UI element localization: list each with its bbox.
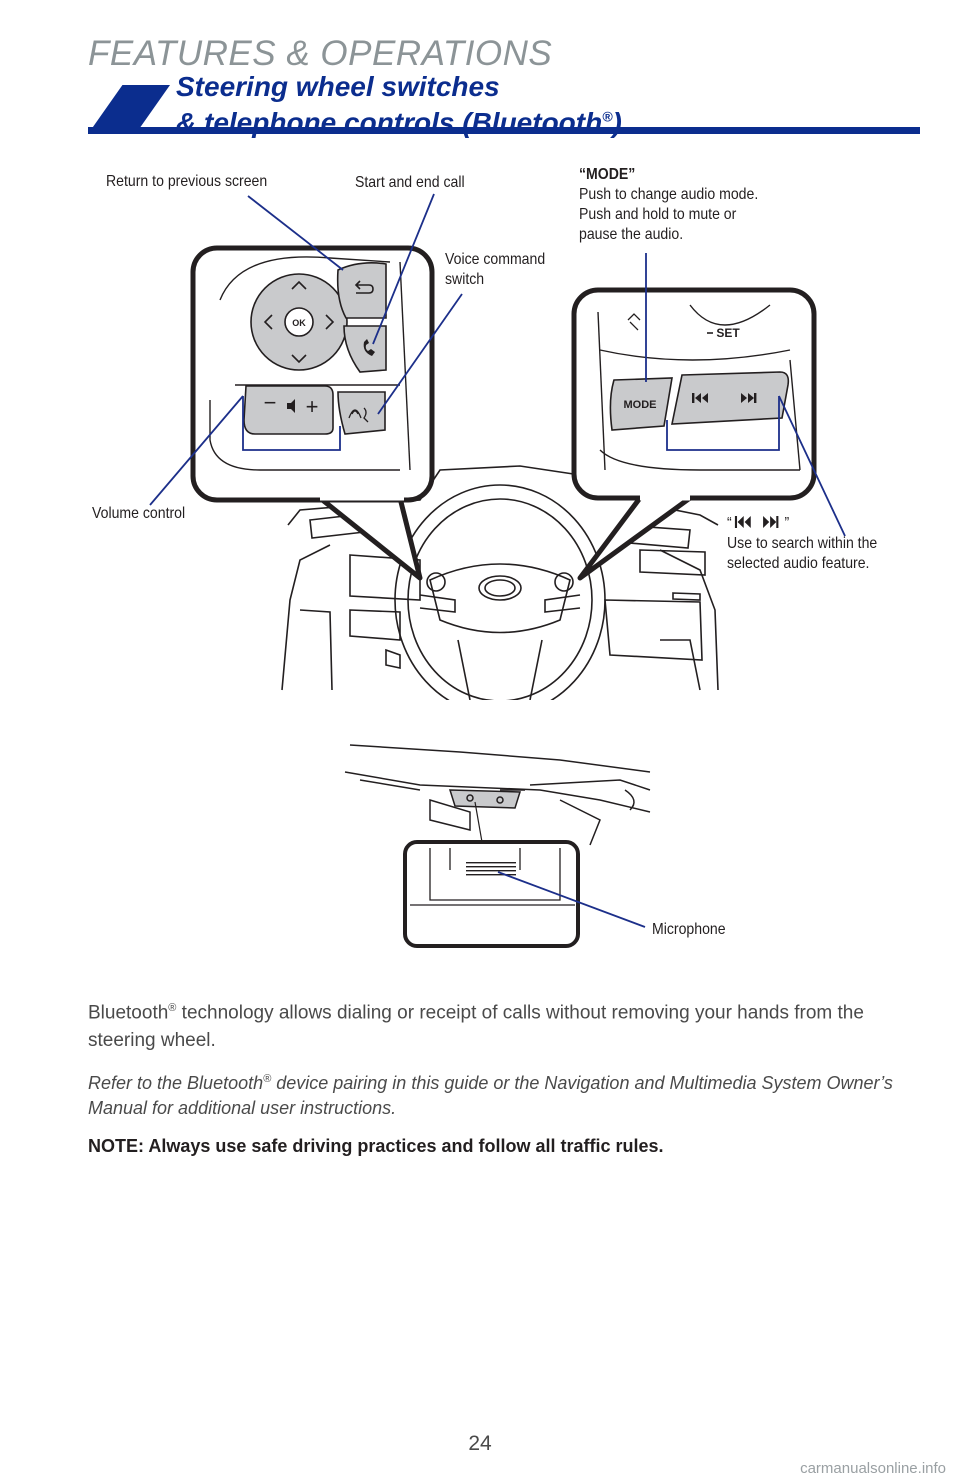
seek-next-icon bbox=[741, 393, 757, 403]
right-switch-closeup: SET MODE bbox=[571, 287, 817, 581]
callout-return: Return to previous screen bbox=[106, 173, 268, 190]
reference-paragraph: Refer to the Bluetooth® device pairing i… bbox=[88, 1073, 893, 1119]
callout-call: Start and end call bbox=[355, 174, 465, 191]
ok-button[interactable] bbox=[284, 307, 314, 337]
set-button-label: SET bbox=[716, 326, 740, 340]
overhead-console-drawing bbox=[344, 744, 651, 846]
closeup-pointer bbox=[474, 801, 483, 843]
back-arrow-icon bbox=[354, 280, 374, 294]
seek-previous-icon bbox=[692, 393, 708, 403]
callout-leader-lines bbox=[149, 193, 846, 537]
microphone-closeup-drawing bbox=[410, 848, 575, 906]
volume-up-label: + bbox=[306, 394, 319, 419]
microphone-leader-line bbox=[497, 871, 646, 928]
callout-volume: Volume control bbox=[92, 505, 186, 522]
seek-button[interactable] bbox=[671, 371, 790, 425]
volume-down-label: − bbox=[264, 390, 277, 415]
title-underline bbox=[88, 127, 920, 134]
callout-microphone: Microphone bbox=[652, 921, 726, 938]
steering-wheel-illustration: OK − + bbox=[149, 193, 846, 700]
mode-button-label: MODE bbox=[624, 399, 657, 411]
back-button[interactable] bbox=[336, 262, 387, 319]
voice-command-button[interactable] bbox=[337, 391, 386, 435]
left-switch-closeup: OK − + bbox=[190, 245, 435, 581]
seek-symbols-icon bbox=[735, 516, 779, 528]
chevron-down-icon bbox=[291, 354, 307, 364]
callout-seek-symbols: “” bbox=[727, 515, 790, 532]
microphone-illustration bbox=[344, 744, 651, 948]
microphone-grille bbox=[466, 862, 516, 876]
mute-icon bbox=[287, 399, 295, 413]
chevron-right-icon bbox=[325, 314, 335, 330]
intro-paragraph: Bluetooth® technology allows dialing or … bbox=[88, 1002, 864, 1052]
watermark: carmanualsonline.info bbox=[800, 1460, 946, 1477]
volume-control-button[interactable] bbox=[243, 385, 334, 435]
page-number: 24 bbox=[468, 1432, 492, 1455]
dashboard-drawing bbox=[281, 465, 719, 700]
title-line-1: Steering wheel switches bbox=[176, 71, 500, 102]
callout-mode: “MODE”Push to change audio mode.Push and… bbox=[579, 166, 759, 243]
body-text: Bluetooth® technology allows dialing or … bbox=[88, 994, 920, 1158]
microphone-closeup-frame bbox=[403, 840, 580, 948]
phone-icon bbox=[363, 339, 375, 356]
chevron-left-icon bbox=[263, 314, 273, 330]
section-heading: FEATURES & OPERATIONS bbox=[88, 34, 553, 73]
page-title-bar: Steering wheel switches & telephone cont… bbox=[88, 71, 920, 138]
safety-note: NOTE: Always use safe driving practices … bbox=[88, 1136, 664, 1157]
lane-assist-icon bbox=[627, 313, 641, 331]
voice-command-icon bbox=[348, 407, 369, 423]
ok-button-label: OK bbox=[292, 318, 306, 328]
mode-button[interactable] bbox=[609, 377, 673, 431]
chevron-up-icon bbox=[291, 280, 307, 290]
